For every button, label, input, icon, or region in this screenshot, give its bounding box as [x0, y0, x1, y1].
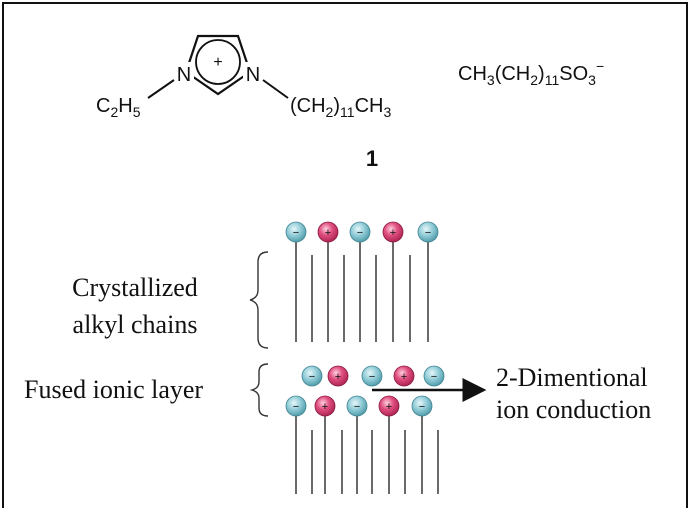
conduction-label-line2: ion conduction [496, 395, 651, 424]
cation-ion: + [393, 365, 415, 387]
anion-charge: − [419, 401, 425, 413]
anion-charge: − [354, 401, 360, 413]
cation-charge: + [401, 371, 407, 383]
anion-charge: − [293, 401, 299, 413]
anion-ion: − [349, 221, 371, 243]
cation-ion: + [382, 221, 404, 243]
anion-charge: − [369, 371, 375, 383]
cation-sphere [378, 395, 400, 417]
anion-sphere [417, 221, 439, 243]
imidazolium-structure: + N N C2H5 (CH2)11CH3 [96, 34, 391, 120]
ion-layers: − + − + − − + − + − − + − + − [285, 221, 445, 417]
anion-charge: − [357, 227, 363, 239]
anion-charge: − [425, 227, 431, 239]
anion-ion: − [285, 221, 307, 243]
anion-ion: − [346, 395, 368, 417]
cation-sphere [317, 221, 339, 243]
cation-ion: + [314, 395, 336, 417]
bond-left-substituent [147, 79, 175, 99]
anion-sphere [361, 365, 383, 387]
imidazolium-ring [184, 34, 252, 96]
cation-ion: + [327, 365, 349, 387]
cation-ion: + [378, 395, 400, 417]
anion-sphere [346, 395, 368, 417]
crystallized-label-line2: alkyl chains [73, 310, 198, 339]
ring-delocalization-circle [195, 39, 241, 85]
compound-number: 1 [366, 146, 378, 171]
anion-formula: CH3(CH2)11SO3− [458, 58, 604, 88]
conduction-label-line1: 2-Dimentional [496, 363, 648, 392]
cation-sphere [327, 365, 349, 387]
cation-charge: + [386, 401, 392, 413]
cation-ion: + [317, 221, 339, 243]
anion-sphere [285, 395, 307, 417]
anion-ion: − [417, 221, 439, 243]
crystallized-brace [249, 251, 269, 349]
anion-sphere [285, 221, 307, 243]
anion-ion: − [285, 395, 307, 417]
anion-sphere [423, 365, 445, 387]
dodecyl-substituent: (CH2)11CH3 [290, 95, 391, 120]
anion-ion: − [411, 395, 433, 417]
anion-ion: − [423, 365, 445, 387]
cation-charge: + [390, 227, 396, 239]
cation-charge: + [322, 401, 328, 413]
nitrogen-left: N [177, 64, 191, 86]
fused-layer-label: Fused ionic layer [24, 375, 203, 404]
crystallized-label-line1: Crystallized [72, 273, 198, 302]
fused-layer-brace [249, 363, 269, 417]
cation-sphere [382, 221, 404, 243]
anion-charge: − [293, 227, 299, 239]
anion-sphere [301, 365, 323, 387]
nitrogen-right: N [246, 64, 260, 86]
alkyl-chains [295, 240, 439, 494]
bond-right-substituent [262, 79, 289, 99]
cation-sphere [314, 395, 336, 417]
cation-charge: + [325, 227, 331, 239]
anion-charge: − [309, 371, 315, 383]
ring-charge: + [213, 54, 222, 71]
cation-charge: + [335, 371, 341, 383]
anion-charge: − [431, 371, 437, 383]
anion-sphere [349, 221, 371, 243]
anion-ion: − [361, 365, 383, 387]
cation-sphere [393, 365, 415, 387]
anion-sphere [411, 395, 433, 417]
ethyl-substituent: C2H5 [96, 95, 141, 120]
anion-ion: − [301, 365, 323, 387]
